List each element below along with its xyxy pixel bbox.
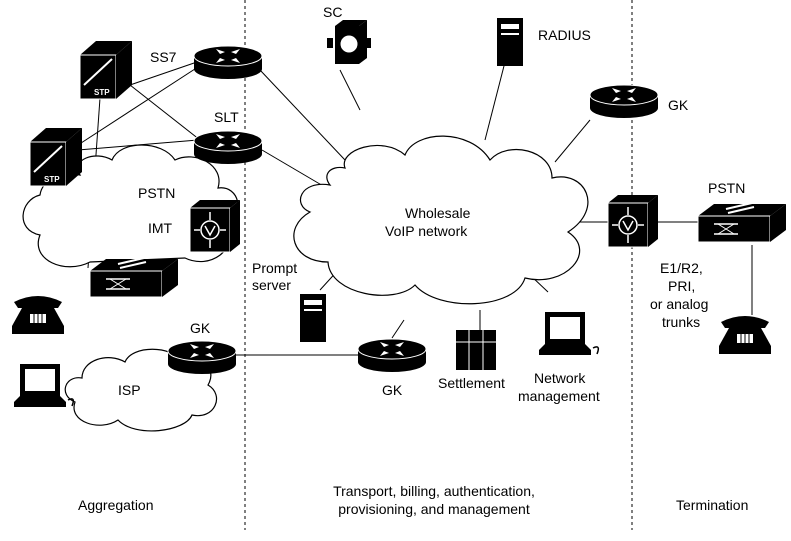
ss7-label: SS7 xyxy=(150,49,177,65)
sc-signaling-controller xyxy=(327,20,371,64)
phone-icon-right xyxy=(718,315,772,355)
wholesale-voip-cloud xyxy=(293,135,589,305)
network-management-label-line2: management xyxy=(518,388,600,404)
gk-router-right xyxy=(589,84,659,119)
radius-label: RADIUS xyxy=(538,27,591,43)
section-transport-line1: Transport, billing, authentication, xyxy=(333,483,535,499)
svg-text:STP: STP xyxy=(44,175,60,184)
prompt-server-label-line2: server xyxy=(252,277,291,293)
pc-icon-isp xyxy=(13,363,75,408)
gk-isp-label: GK xyxy=(190,320,211,336)
phone-icon-left xyxy=(11,295,65,335)
section-transport-line2: provisioning, and management xyxy=(338,501,530,517)
trunks-label-line2: PRI, xyxy=(668,278,695,294)
trunks-label-line4: trunks xyxy=(662,314,700,330)
gk-right-label: GK xyxy=(668,97,689,113)
trunks-label-line1: E1/R2, xyxy=(660,260,703,276)
gk-router-bottom xyxy=(357,338,427,373)
prompt-server xyxy=(300,294,326,342)
isp-label: ISP xyxy=(118,382,141,398)
pstn-switch-left xyxy=(89,257,179,298)
slt-router xyxy=(193,130,263,165)
section-termination: Termination xyxy=(676,497,748,513)
pstn-switch-right xyxy=(697,202,787,243)
ss7-router xyxy=(193,45,263,80)
slt-label: SLT xyxy=(214,109,239,125)
prompt-server-label-line1: Prompt xyxy=(252,260,297,276)
svg-text:STP: STP xyxy=(94,88,110,97)
stp-switch-top: STP xyxy=(79,40,133,100)
pstn-left-label: PSTN xyxy=(138,185,175,201)
gk-router-isp xyxy=(167,340,237,375)
gk-bottom-label: GK xyxy=(382,382,403,398)
trunks-label-line3: or analog xyxy=(650,296,708,312)
pstn-right-label: PSTN xyxy=(708,180,745,196)
section-aggregation: Aggregation xyxy=(78,497,154,513)
wholesale-label-line2: VoIP network xyxy=(385,223,468,239)
settlement-server xyxy=(456,330,496,370)
radius-server xyxy=(497,18,523,66)
pc-icon-network-management xyxy=(538,311,600,356)
stp-switch-bottom: STP xyxy=(29,127,83,187)
wholesale-label-line1: Wholesale xyxy=(405,205,471,221)
imt-label: IMT xyxy=(148,220,173,236)
voip-gateway-right xyxy=(607,194,659,248)
settlement-label: Settlement xyxy=(438,375,505,391)
imt-gateway xyxy=(189,199,241,253)
sc-label: SC xyxy=(323,4,342,20)
network-management-label-line1: Network xyxy=(534,370,586,386)
